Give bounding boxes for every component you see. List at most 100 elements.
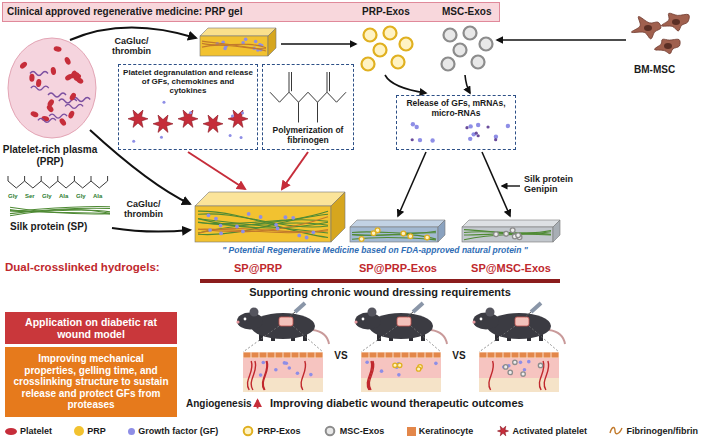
amino-acid-label: Ser <box>25 193 35 200</box>
rat-illustration-part <box>480 318 483 321</box>
silk-protein-structure-part <box>57 176 58 181</box>
legend-symbol-part <box>243 427 252 436</box>
rat-illustration-part <box>513 360 517 364</box>
rat-illustration-part <box>252 353 259 358</box>
hydrogel-name: SP@MSC-Exos <box>471 262 551 275</box>
rat-illustration-part <box>365 360 369 364</box>
arrow <box>112 228 190 232</box>
legend-item: PRP <box>74 426 106 436</box>
prp-gel-part <box>202 41 266 51</box>
rat-illustration-part <box>236 320 239 323</box>
released-factors-part <box>465 126 468 129</box>
hydrogel-sp-prp-part <box>195 192 345 206</box>
rat-illustration-part <box>260 353 267 358</box>
rat-illustration-part <box>472 320 475 323</box>
prp-illustration-part <box>67 110 75 119</box>
hydrogel-sp-prp-exos-part <box>438 220 445 242</box>
rat-illustration-part <box>536 353 543 358</box>
rat-illustration-part <box>496 353 503 358</box>
rat-illustration-part <box>413 303 423 312</box>
prp-illustration-part <box>46 98 55 108</box>
rat-illustration-part <box>261 361 265 365</box>
arrow <box>282 152 308 189</box>
arrow <box>385 75 426 93</box>
released-factors-part <box>430 138 434 142</box>
box-text: Polymerization of fibrinogen <box>267 126 349 146</box>
arrow <box>465 75 470 93</box>
amino-acid-label: Gly <box>8 193 18 200</box>
prp-illustration <box>8 38 96 138</box>
box-text: Improving mechanical properties, gelling… <box>11 353 171 411</box>
silk-protein-structure-part <box>41 176 42 181</box>
prp-exosomes-part <box>384 27 397 40</box>
heading-bar <box>200 279 560 283</box>
activated-platelets <box>128 101 248 143</box>
prp-exosomes-part <box>362 58 375 71</box>
prp-illustration-part <box>75 76 85 85</box>
prp-illustration-part <box>53 46 62 53</box>
msc-exosomes <box>442 27 493 71</box>
legend-swatch <box>407 427 416 436</box>
legend-symbol <box>609 425 623 437</box>
rat-illustration-part <box>393 363 397 367</box>
box-text: Release of GFs, mRNAs, micro-RNAs <box>401 99 511 119</box>
prp-illustration-part <box>71 71 80 78</box>
prp-illustration-part <box>30 110 39 118</box>
prp-gel-part <box>254 40 258 44</box>
rat-illustration-part <box>259 373 263 377</box>
stem-cells-part <box>672 19 680 25</box>
prp-illustration-part <box>58 117 67 127</box>
activated-platelets-part <box>189 111 192 114</box>
legend-symbol-part <box>497 426 508 436</box>
rat-illustration-part <box>378 353 385 358</box>
rat-illustration-part <box>473 313 499 330</box>
rat-illustration-part <box>549 330 565 344</box>
msc-exosomes-part <box>454 44 467 57</box>
rat-illustration-part <box>397 317 411 326</box>
prp-illustration-part <box>38 118 56 122</box>
amino-acid-label: Gly <box>76 193 86 200</box>
arrow <box>497 39 626 41</box>
hydrogel-sp-prp-part <box>219 224 223 228</box>
released-factors <box>411 122 511 143</box>
rat-illustration-part <box>361 378 441 392</box>
dashed-panel: Polymerization of fibrinogen <box>262 64 354 150</box>
rat-illustration-part <box>531 303 541 312</box>
section-heading: Dual-crosslinked hydrogels: <box>5 261 160 274</box>
dashed-panel: Platelet degranulation and release of GF… <box>118 64 258 150</box>
prp-illustration-part <box>69 92 78 102</box>
rat-illustration-part <box>527 360 531 364</box>
legend-text: Activated platelet <box>513 426 588 436</box>
prp-exosomes-part <box>374 44 387 57</box>
rat-illustration-part <box>355 313 381 330</box>
silk-fiber <box>10 206 110 215</box>
stem-cells-part <box>644 25 652 31</box>
prp-illustration-part <box>29 74 34 82</box>
released-factors-part <box>411 122 415 126</box>
hydrogel-sp-msc-exos-part <box>462 227 553 242</box>
activated-platelets-part <box>241 112 244 115</box>
stem-cells-part <box>661 13 689 31</box>
reagent-label: Silk protein Genipin <box>524 174 588 195</box>
box-text: Application on diabetic rat wound model <box>11 316 171 340</box>
rat-illustration-part <box>523 368 527 372</box>
hydrogel-name: SP@PRP-Exos <box>359 262 437 275</box>
rat-illustration-part <box>488 353 495 358</box>
chemical-structure-part <box>329 72 330 91</box>
hydrogel-sp-prp-part <box>219 232 223 236</box>
msc-exosomes-part <box>472 56 485 69</box>
released-factors-part <box>475 132 478 135</box>
rat-illustration-part <box>521 372 525 376</box>
rat-illustration-part <box>416 367 420 371</box>
hydrogel-sp-prp-exos-part <box>352 237 436 239</box>
activated-platelets-part <box>229 134 232 137</box>
activated-platelets-part <box>178 110 198 127</box>
rat-illustration-part <box>313 330 329 344</box>
rat-illustration-part <box>288 366 292 370</box>
legend-symbol <box>496 425 510 437</box>
msc-exosomes-part <box>464 27 477 40</box>
stem-cells-part <box>654 39 680 54</box>
prp-illustration-part <box>8 38 96 138</box>
silk-protein-structure-part <box>24 176 25 181</box>
reagent-label: CaGluc/ thrombin <box>112 36 151 57</box>
